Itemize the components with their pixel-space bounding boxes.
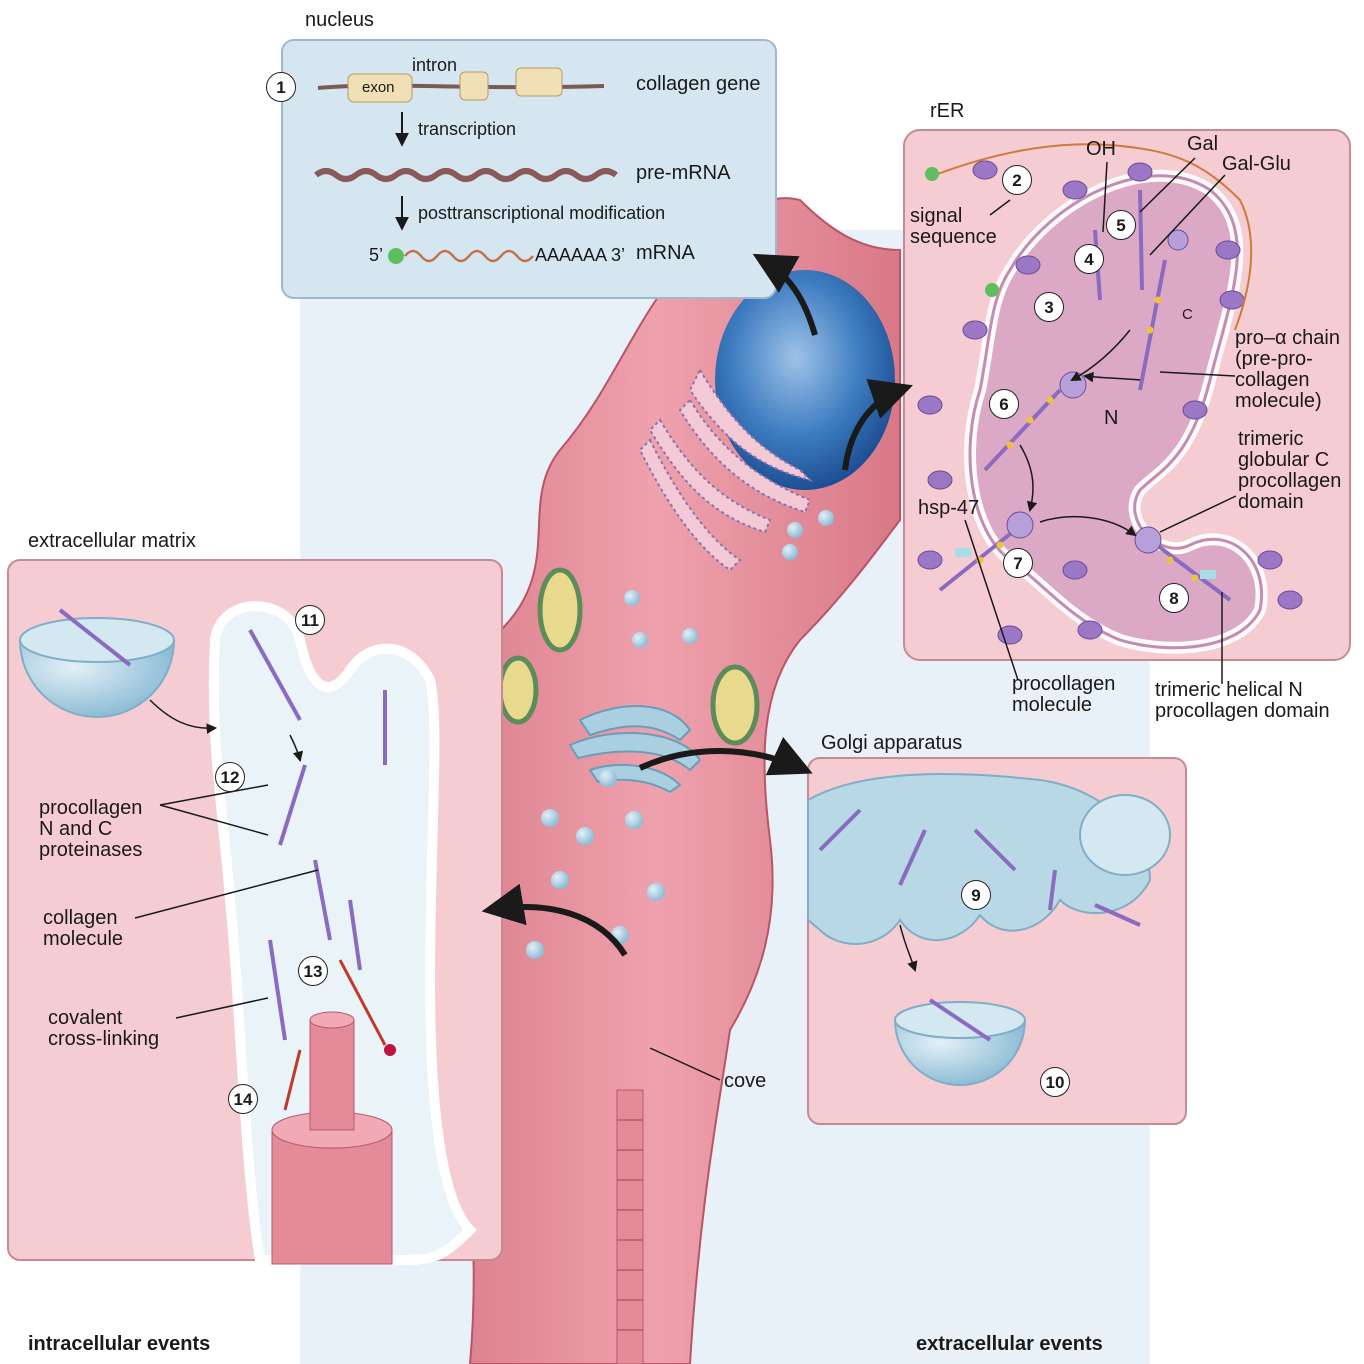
collagen-molecule-label: collagen molecule — [43, 908, 123, 950]
trimeric-helical-label: trimeric helical N procollagen domain — [1155, 680, 1330, 722]
rer-title: rER — [930, 101, 964, 122]
five-prime-label: 5’ — [369, 246, 383, 265]
step-3: 3 — [1034, 292, 1064, 322]
signal-sequence-label: signal sequence — [910, 206, 997, 248]
step-4: 4 — [1074, 244, 1104, 274]
step-5: 5 — [1106, 210, 1136, 240]
proteinases-label: procollagen N and C proteinases — [39, 798, 142, 861]
step-13: 13 — [298, 956, 328, 986]
step-1: 1 — [266, 72, 296, 102]
step-12: 12 — [215, 762, 245, 792]
crosslinking-label: covalent cross-linking — [48, 1008, 159, 1050]
step-7: 7 — [1003, 548, 1033, 578]
hsp47-label: hsp-47 — [918, 498, 979, 519]
pre-mrna-label: pre-mRNA — [636, 163, 730, 184]
step-9: 9 — [961, 880, 991, 910]
posttranscriptional-label: posttranscriptional modification — [418, 204, 665, 223]
cove-label: cove — [724, 1071, 766, 1092]
trimeric-globular-label: trimeric globular C procollagen domain — [1238, 429, 1341, 513]
step-6: 6 — [989, 389, 1019, 419]
step-14: 14 — [228, 1084, 258, 1114]
transcription-label: transcription — [418, 120, 516, 139]
mrna-label: mRNA — [636, 243, 695, 264]
gal-glu-label: Gal-Glu — [1222, 154, 1291, 175]
ecm-title: extracellular matrix — [28, 531, 196, 552]
n-terminal-label: N — [1104, 408, 1118, 429]
exon-label: exon — [362, 80, 395, 96]
gal-label: Gal — [1187, 134, 1218, 155]
procollagen-molecule-label: procollagen molecule — [1012, 674, 1115, 716]
nucleus-title: nucleus — [305, 10, 374, 31]
collagen-gene-label: collagen gene — [636, 74, 761, 95]
extracellular-events-label: extracellular events — [916, 1334, 1103, 1355]
c-terminal-label: C — [1182, 307, 1193, 323]
step-10: 10 — [1040, 1067, 1070, 1097]
pro-alpha-chain-label: pro–α chain (pre-pro- collagen molecule) — [1235, 328, 1340, 412]
oh-label: OH — [1086, 139, 1116, 160]
intron-label: intron — [412, 56, 457, 75]
step-11: 11 — [295, 605, 325, 635]
golgi-title: Golgi apparatus — [821, 733, 962, 754]
poly-a-label: AAAAAA 3’ — [535, 246, 625, 265]
step-8: 8 — [1159, 583, 1189, 613]
golgi-panel — [808, 758, 1186, 1124]
step-2: 2 — [1002, 165, 1032, 195]
intracellular-events-label: intracellular events — [28, 1334, 210, 1355]
cove-collagen-fibril — [617, 1090, 643, 1364]
